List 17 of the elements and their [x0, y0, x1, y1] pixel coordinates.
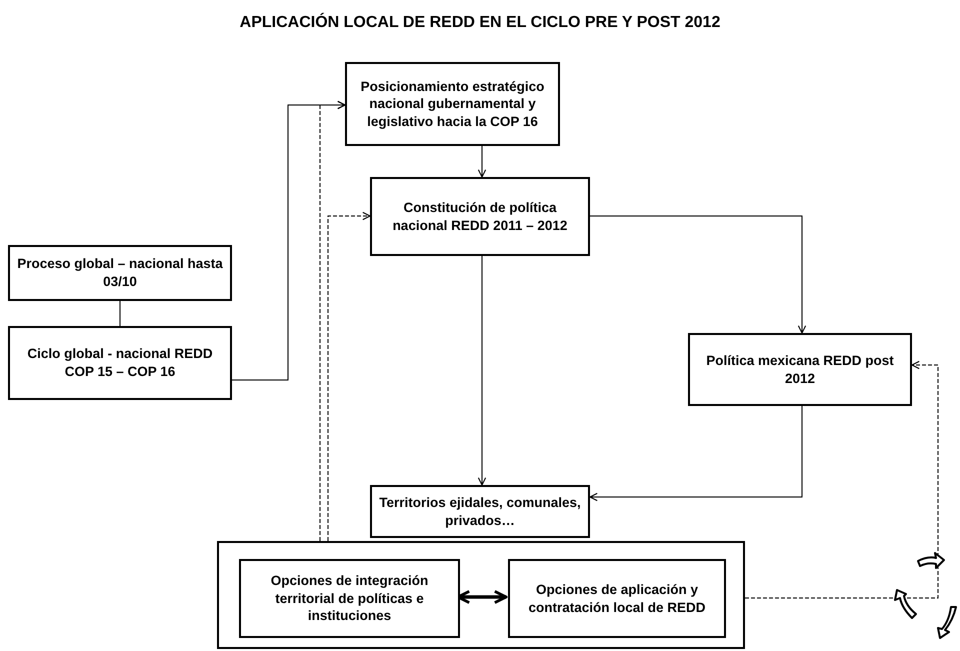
process-box: Proceso global – nacional hasta 03/10 — [8, 245, 232, 301]
connector-arrow — [328, 212, 371, 542]
process-box: Posicionamiento estratégico nacional gubernamental y legislativo hacia la COP 16 — [345, 62, 560, 146]
container-box — [217, 541, 745, 649]
connector-arrow — [320, 100, 346, 542]
process-box: Territorios ejidales, comunales, privados… — [370, 485, 590, 538]
diagram-title: APLICACIÓN LOCAL DE REDD EN EL CICLO PRE Y POST 2012 — [240, 14, 720, 31]
connector-arrow — [590, 216, 806, 334]
process-box: Opciones de integración territorial de políticas e instituciones — [239, 559, 460, 638]
process-box: Política mexicana REDD post 2012 — [688, 333, 912, 406]
connector-arrow — [478, 256, 486, 486]
process-box: Ciclo global - nacional REDD COP 15 – COP 16 — [8, 326, 232, 400]
connector-arrow — [478, 146, 486, 178]
connector-arrow — [589, 406, 802, 502]
process-box: Opciones de aplicación y contratación local de REDD — [508, 559, 726, 638]
connector-arrow — [744, 360, 938, 598]
process-box: Constitución de política nacional REDD 2011 – 2012 — [370, 177, 590, 256]
